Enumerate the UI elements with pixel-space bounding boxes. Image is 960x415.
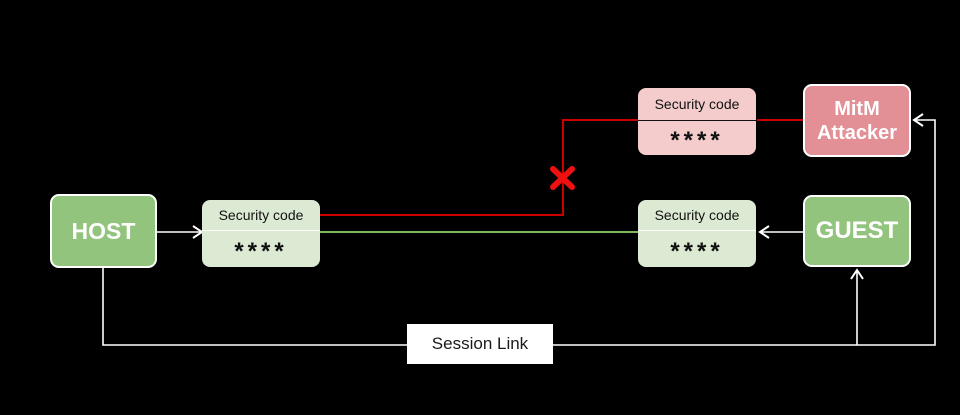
host-security-code-title: Security code bbox=[202, 200, 320, 231]
guest-security-code-title: Security code bbox=[638, 200, 756, 231]
host-security-code-value: **** bbox=[234, 237, 288, 265]
attacker-security-code-box: Security code **** bbox=[638, 88, 756, 155]
mitm-attacker-node: MitM Attacker bbox=[803, 84, 911, 157]
session-link-text: Session Link bbox=[431, 334, 529, 353]
arrowhead-into-guest-icon bbox=[850, 268, 864, 280]
session-link-path bbox=[102, 119, 936, 346]
arrowhead-into-guest-code-icon bbox=[758, 225, 770, 239]
guest-node: GUEST bbox=[803, 195, 911, 267]
host-security-code-box: Security code **** bbox=[202, 200, 320, 267]
session-link-label: Session Link bbox=[407, 324, 553, 364]
blocked-path-x-icon bbox=[550, 166, 575, 190]
arrowhead-into-attacker-icon bbox=[912, 113, 924, 127]
host-node: HOST bbox=[50, 194, 157, 268]
host-label: HOST bbox=[71, 217, 136, 244]
guest-label: GUEST bbox=[815, 217, 899, 244]
red-intercept-line bbox=[320, 119, 638, 216]
attacker-security-code-title: Security code bbox=[638, 88, 756, 121]
mitm-attacker-label: MitM Attacker bbox=[816, 97, 898, 144]
attacker-security-code-value: **** bbox=[670, 126, 724, 154]
guest-security-code-value: **** bbox=[670, 237, 724, 265]
guest-security-code-box: Security code **** bbox=[638, 200, 756, 267]
